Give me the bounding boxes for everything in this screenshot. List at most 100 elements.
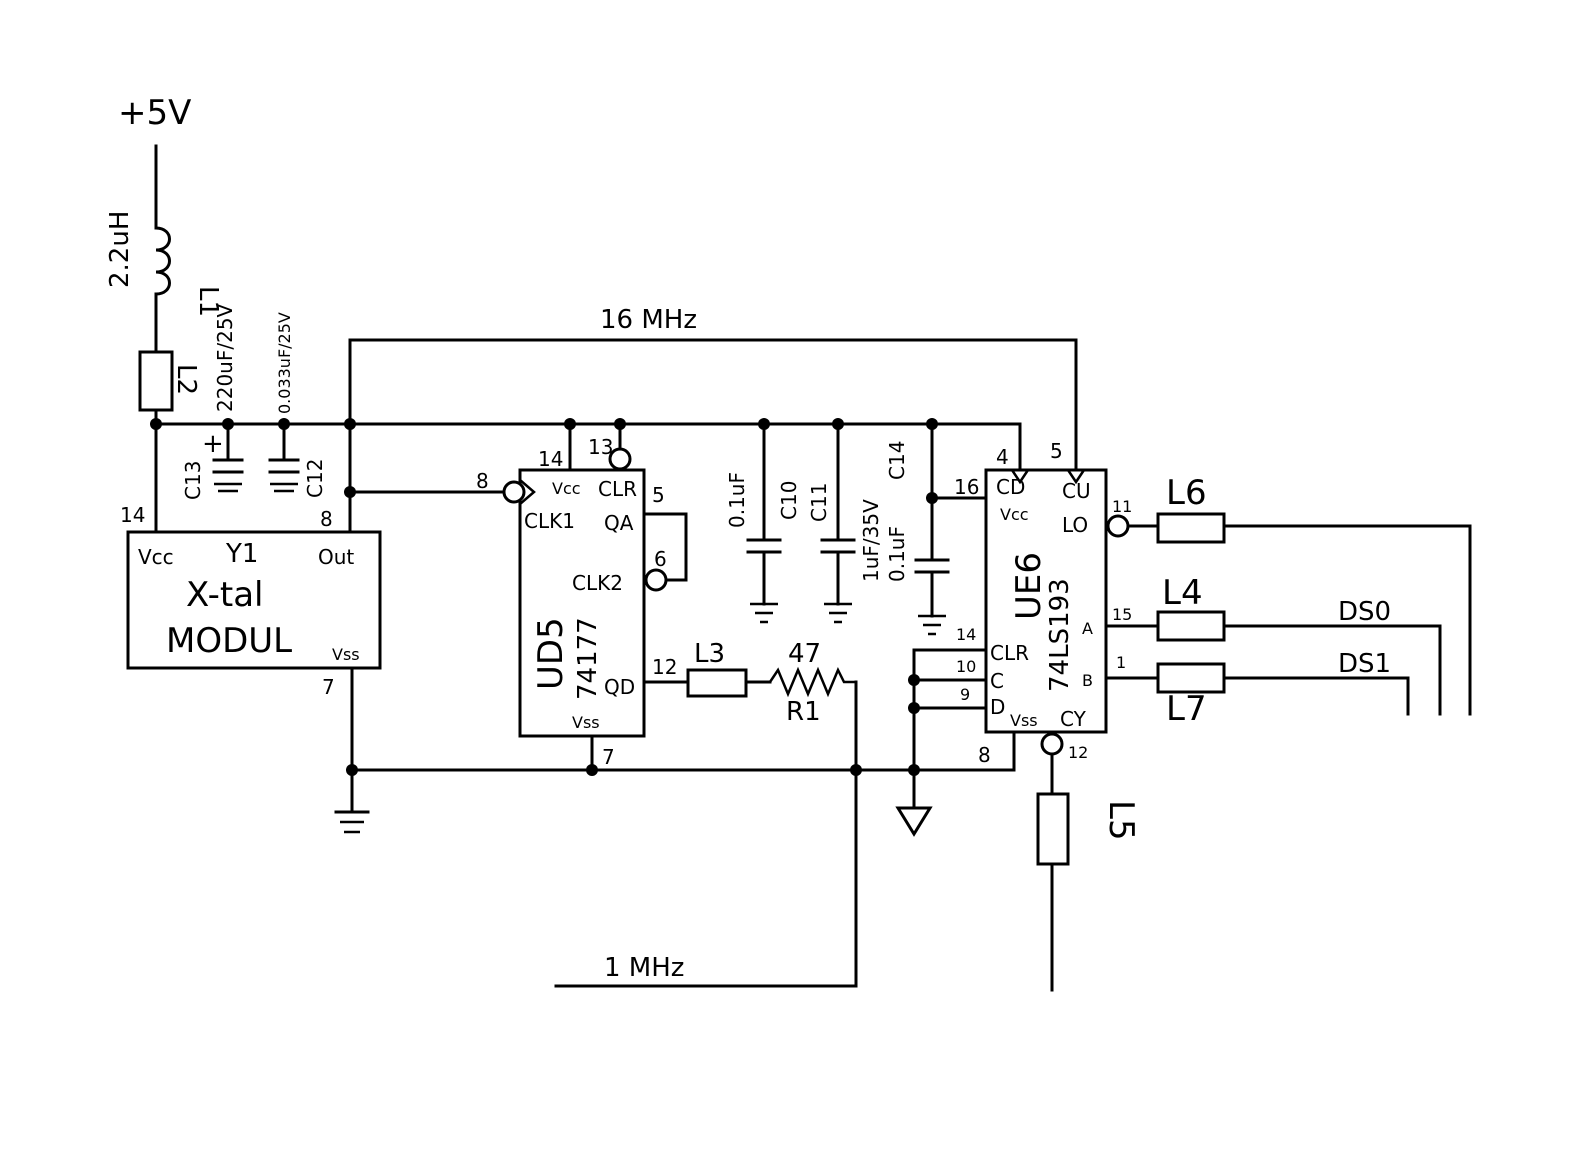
ud5-pin-num-vss: 7 (602, 745, 615, 769)
net-1mhz-label: 1 MHz (604, 953, 684, 983)
ue6-lo-bubble (1106, 514, 1130, 538)
resistor-l3 (686, 668, 748, 698)
l1-ref: L1 (193, 286, 223, 317)
ud5-counter-ic (518, 468, 646, 738)
ud5-pin-vcc: Vcc (552, 479, 581, 498)
junction-dot (564, 418, 576, 430)
c13-value: 220uF/25V (213, 303, 237, 412)
ud5-pin-num-clk2: 6 (654, 547, 667, 571)
junction-dot (908, 764, 920, 776)
l6-ref: L6 (1166, 473, 1207, 513)
ue6-pin-cd: CD (996, 475, 1025, 499)
ue6-cy-bubble (1040, 732, 1064, 756)
ue6-pin-d: D (990, 695, 1005, 719)
ue6-pin-num-c: 10 (956, 657, 976, 676)
ue6-pin-vss: Vss (1010, 711, 1038, 730)
junction-dot (586, 764, 598, 776)
junction-dot (832, 418, 844, 430)
ue6-pin-clr: CLR (990, 641, 1029, 665)
junction-dot (344, 486, 356, 498)
ue6-cd-edge-icon (1010, 469, 1030, 485)
ud5-clk2-bubble (644, 568, 668, 592)
junction-dot (850, 764, 862, 776)
l1-value: 2.2uH (105, 211, 135, 288)
net-16mhz-label: 16 MHz (600, 305, 697, 335)
l2-ref: L2 (171, 364, 201, 395)
ue6-pin-vcc: Vcc (1000, 505, 1029, 524)
c13-plus: + (202, 429, 224, 459)
ue6-pin-cu: CU (1062, 479, 1091, 503)
y1-pin-num-out: 8 (320, 507, 333, 531)
junction-dot (222, 418, 234, 430)
l4-ref: L4 (1162, 573, 1203, 613)
r1-value: 47 (788, 639, 821, 669)
supply-label: +5V (118, 93, 191, 133)
ud5-ref: UD5 (531, 617, 571, 690)
ue6-pin-num-vss: 8 (978, 743, 991, 767)
ud5-pin-num-clr: 13 (588, 435, 613, 459)
junction-dot (278, 418, 290, 430)
ud5-pin-clk2: CLK2 (572, 571, 623, 595)
junction-dot (614, 418, 626, 430)
ue6-pin-lo: LO (1062, 513, 1088, 537)
y1-ref: Y1 (225, 539, 258, 569)
junction-dot (758, 418, 770, 430)
ud5-pin-num-qd: 12 (652, 655, 677, 679)
ue6-cu-edge-icon (1066, 469, 1086, 485)
c12-ref: C12 (303, 459, 327, 498)
ferrite-l2 (138, 350, 174, 412)
ud5-pin-num-vcc: 14 (538, 447, 563, 471)
ue6-pin-b: B (1082, 671, 1093, 690)
ue6-pin-num-d: 9 (960, 685, 970, 704)
r1-ref: R1 (786, 697, 821, 727)
ud5-pin-vss: Vss (572, 713, 600, 732)
y1-pin-vss: Vss (332, 645, 360, 664)
junction-dot (150, 418, 162, 430)
y1-crystal-module (126, 530, 382, 670)
junction-dot (908, 702, 920, 714)
junction-dot (926, 418, 938, 430)
ue6-counter-ic (984, 468, 1108, 734)
junction-dot (346, 764, 358, 776)
c11-value: 1uF/35V (859, 499, 883, 582)
ue6-pin-num-b: 1 (1116, 653, 1126, 672)
ud5-pin-num-clk1: 8 (476, 469, 489, 493)
ds1-label: DS1 (1338, 649, 1391, 679)
resistor-l5 (1036, 792, 1070, 866)
ground-triangle-icon (895, 806, 933, 837)
resistor-l4 (1156, 610, 1226, 642)
ud5-pin-qa: QA (604, 511, 634, 535)
ue6-pin-num-lo: 11 (1112, 497, 1132, 516)
y1-pin-out: Out (318, 545, 354, 569)
ud5-pin-clr: CLR (598, 477, 637, 501)
ud5-pin-num-qa: 5 (652, 483, 665, 507)
ud5-pin-qd: QD (604, 675, 635, 699)
junction-dot (908, 674, 920, 686)
junction-dot (926, 492, 938, 504)
c10-value: 0.1uF (725, 472, 749, 528)
ue6-pin-num-cy: 12 (1068, 743, 1088, 762)
ue6-ref: UE6 (1009, 552, 1049, 620)
c11-ref: C11 (807, 483, 831, 522)
ud5-clk1-bubble (502, 480, 526, 504)
ds0-label: DS0 (1338, 597, 1391, 627)
ue6-pin-cy: CY (1060, 707, 1087, 731)
l7-ref: L7 (1166, 689, 1207, 729)
resistor-r1 (768, 666, 856, 698)
l5-ref: L5 (1101, 800, 1141, 841)
ud5-part: 74177 (573, 617, 603, 700)
ue6-pin-c: C (990, 669, 1004, 693)
c10-ref: C10 (777, 481, 801, 520)
junction-dot (344, 418, 356, 430)
ue6-pin-num-cd: 4 (996, 445, 1009, 469)
ud5-clr-bubble (608, 447, 632, 471)
y1-pin-vcc: Vcc (138, 545, 174, 569)
c12-value: 0.033uF/25V (275, 312, 294, 414)
y1-pin-num-vss: 7 (322, 675, 335, 699)
y1-name-line2: MODUL (166, 621, 292, 661)
ue6-pin-num-cu: 5 (1050, 439, 1063, 463)
c13-ref: C13 (181, 461, 205, 500)
ue6-part: 74LS193 (1045, 578, 1075, 692)
ue6-pin-num-a: 15 (1112, 605, 1132, 624)
ud5-clk1-edge-icon (519, 479, 536, 505)
